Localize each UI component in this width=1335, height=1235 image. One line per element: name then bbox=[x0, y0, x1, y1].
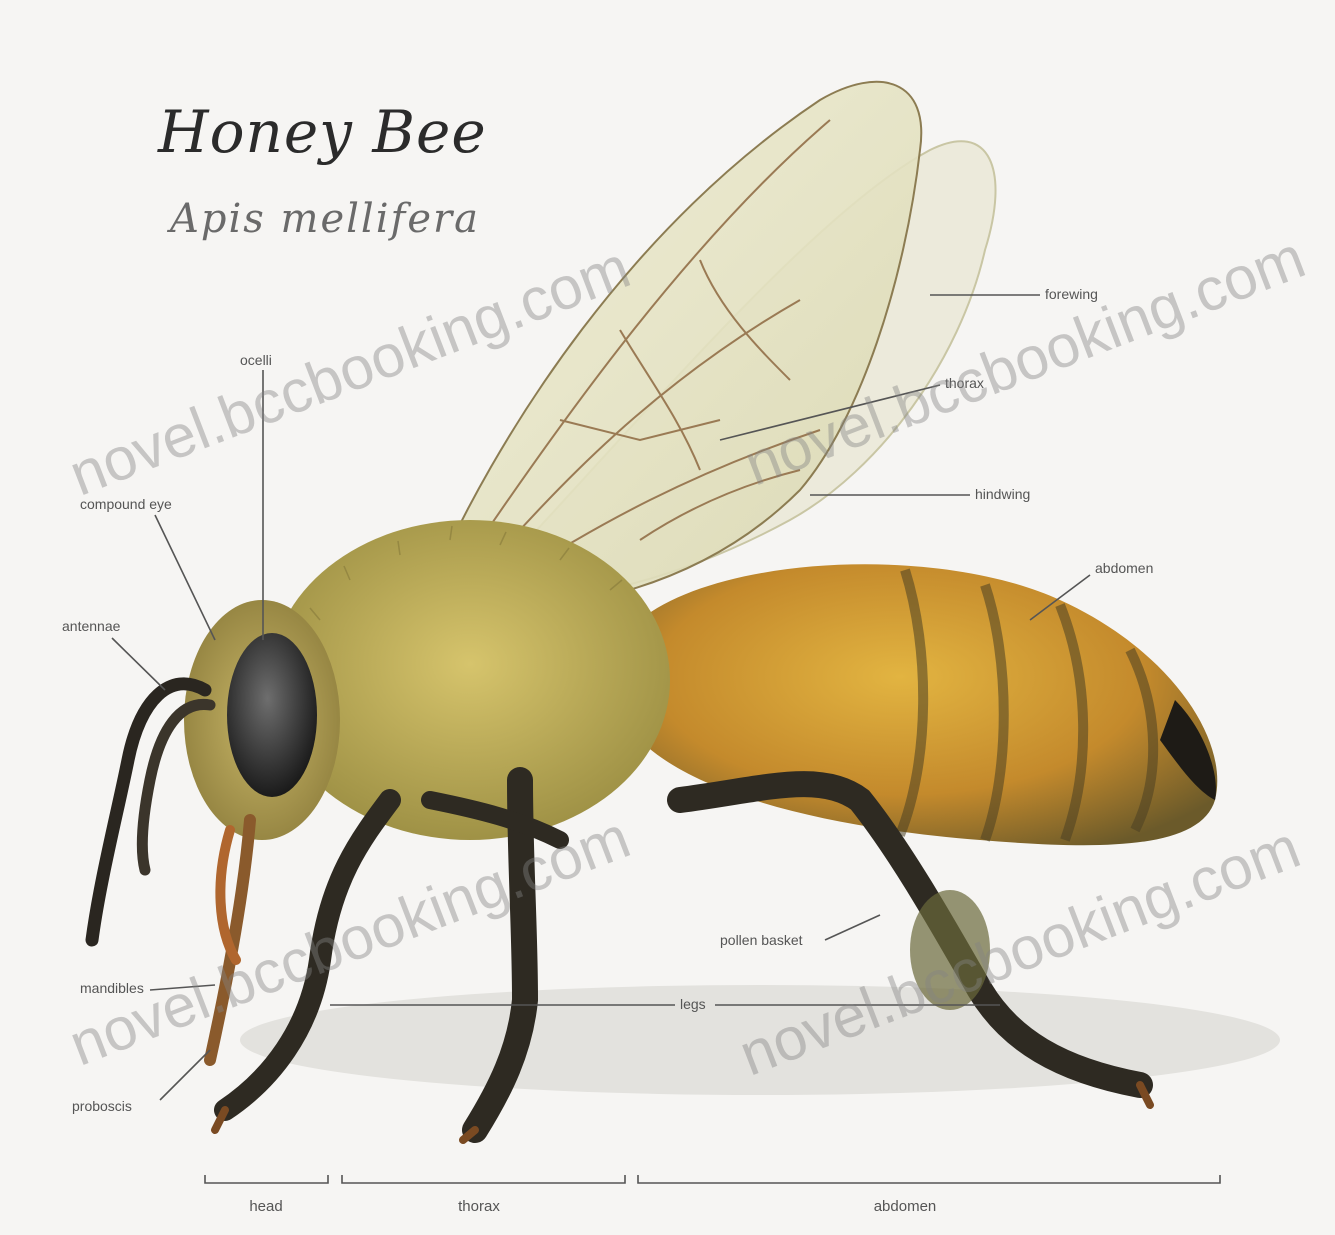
segment-brackets bbox=[205, 1175, 1220, 1183]
diagram-title: Honey Bee bbox=[158, 98, 487, 166]
label-abdomen-top: abdomen bbox=[1095, 560, 1153, 576]
label-legs: legs bbox=[680, 996, 706, 1012]
diagram-subtitle: Apis mellifera bbox=[170, 196, 480, 242]
segment-abdomen: abdomen bbox=[860, 1198, 950, 1215]
label-pollen-basket: pollen basket bbox=[720, 932, 803, 948]
compound-eye-shape bbox=[227, 633, 317, 797]
segment-head: head bbox=[236, 1198, 296, 1215]
label-antennae: antennae bbox=[62, 618, 120, 634]
label-proboscis: proboscis bbox=[72, 1098, 132, 1114]
segment-thorax: thorax bbox=[444, 1198, 514, 1215]
label-hindwing: hindwing bbox=[975, 486, 1030, 502]
